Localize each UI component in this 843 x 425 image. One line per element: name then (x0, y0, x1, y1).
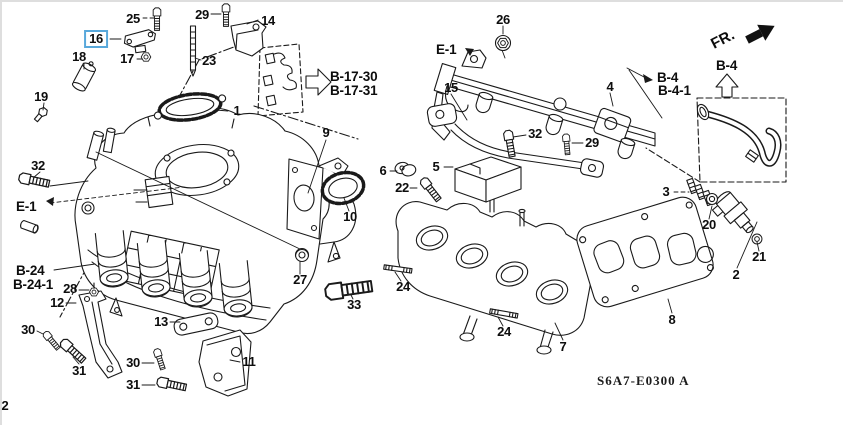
callout-14[interactable]: 14 (261, 13, 275, 28)
oring-20 (705, 192, 719, 206)
gasket-1 (153, 92, 227, 122)
callout-15[interactable]: 15 (444, 80, 458, 95)
hose-dashed-box (645, 97, 787, 183)
injector-2 (711, 191, 754, 234)
callout-21[interactable]: 21 (752, 249, 766, 264)
callout-28[interactable]: 28 (63, 281, 77, 296)
callout-25[interactable]: 25 (126, 11, 140, 26)
ref-label-b-17-30[interactable]: B-17-30 (330, 69, 378, 84)
ref-label-b-24-1[interactable]: B-24-1 (13, 277, 54, 292)
fasteners (17, 3, 572, 393)
bracket-12 (78, 282, 123, 379)
ref-label-b-24[interactable]: B-24 (16, 263, 45, 278)
callout-18[interactable]: 18 (72, 49, 86, 64)
callout-29[interactable]: 29 (195, 7, 209, 22)
cap-fitting (20, 219, 39, 234)
ref-label-e-1[interactable]: E-1 (16, 199, 37, 214)
throttle-bore (154, 144, 240, 196)
stud-23 (189, 25, 197, 77)
callout-30[interactable]: 30 (21, 322, 35, 337)
fr-label: FR. (708, 26, 737, 52)
callout-5[interactable]: 5 (432, 159, 440, 174)
valve-18 (71, 61, 97, 92)
plate-9 (286, 158, 324, 240)
ref-label-e-1[interactable]: E-1 (436, 42, 457, 57)
b17-arrow-icon (305, 68, 332, 96)
callout-32[interactable]: 32 (31, 158, 45, 173)
callout-24[interactable]: 24 (497, 324, 511, 339)
lower-intake-manifold (395, 193, 594, 355)
clamp-6 (394, 161, 417, 177)
fuel-rail-4 (431, 49, 656, 160)
callout-19[interactable]: 19 (34, 89, 48, 104)
ref-label-b-4-1[interactable]: B-4-1 (658, 83, 691, 98)
ref-label-b-4[interactable]: B-4 (657, 70, 679, 85)
callout-1[interactable]: 1 (233, 103, 241, 118)
harness-dashed-box (257, 43, 304, 117)
leader-lines (32, 13, 760, 386)
callout-30[interactable]: 30 (126, 355, 140, 370)
gasket-10 (320, 170, 366, 206)
ref-label-b-17-31[interactable]: B-17-31 (330, 83, 378, 98)
callout-27[interactable]: 27 (293, 272, 307, 287)
map-sensor-16 (123, 29, 156, 54)
callout-32[interactable]: 32 (528, 126, 542, 141)
callout-3[interactable]: 3 (662, 184, 670, 199)
callout-22[interactable]: 22 (395, 180, 409, 195)
callout-10[interactable]: 10 (343, 209, 357, 224)
bracket-14 (230, 20, 267, 57)
callout-26[interactable]: 26 (496, 12, 510, 27)
upper-intake-manifold (74, 107, 357, 335)
insulator-5 (454, 156, 522, 203)
ref-label-b-4[interactable]: B-4 (716, 58, 738, 73)
callout-29[interactable]: 29 (585, 135, 599, 150)
callout-23[interactable]: 23 (202, 53, 216, 68)
callout-31[interactable]: 31 (126, 377, 140, 392)
callout-12[interactable]: 12 (50, 295, 64, 310)
callout-8[interactable]: 8 (668, 312, 676, 327)
callout-6[interactable]: 6 (379, 163, 387, 178)
callout-7[interactable]: 7 (559, 339, 567, 354)
diagram-code: S6A7-E0300 A (597, 373, 690, 388)
callout-16-highlighted[interactable]: 16 (84, 30, 108, 48)
callout-31[interactable]: 31 (72, 363, 86, 378)
callout-24[interactable]: 24 (396, 279, 410, 294)
callout-20[interactable]: 20 (702, 217, 716, 232)
bracket-13 (173, 312, 219, 336)
callout-9[interactable]: 9 (322, 125, 330, 140)
callout-2[interactable]: 2 (1, 398, 9, 413)
callout-4[interactable]: 4 (606, 79, 614, 94)
bracket-11 (198, 329, 252, 397)
callout-2[interactable]: 2 (732, 267, 740, 282)
b4-arrow-icon (715, 73, 739, 98)
fr-arrow-icon (745, 24, 775, 44)
callout-11[interactable]: 11 (242, 354, 256, 369)
callout-17[interactable]: 17 (120, 51, 134, 66)
sensor-19 (33, 106, 48, 123)
callout-33[interactable]: 33 (347, 297, 361, 312)
callout-13[interactable]: 13 (154, 314, 168, 329)
gasket-8 (576, 196, 714, 308)
